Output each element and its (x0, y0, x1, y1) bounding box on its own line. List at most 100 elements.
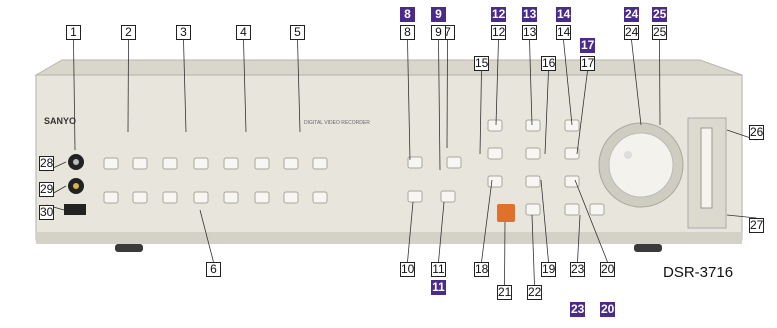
leader-line-6 (199, 209, 214, 263)
callout-highlight-11: 11 (431, 280, 446, 295)
callout-highlight-13: 13 (522, 7, 537, 22)
callout-highlight-20: 20 (600, 302, 615, 317)
control-button-7[interactable] (487, 175, 503, 188)
chassis-top (34, 59, 743, 76)
callout-11: 11 (431, 262, 446, 277)
callout-22: 22 (527, 285, 542, 300)
control-button-10[interactable] (525, 203, 541, 216)
callout-30: 30 (39, 205, 54, 220)
leader-line-16 (544, 70, 549, 155)
callout-20: 20 (600, 262, 615, 277)
button-10[interactable] (407, 190, 423, 203)
leader-line-20 (574, 179, 608, 263)
button-8[interactable] (407, 156, 423, 169)
callout-21: 21 (497, 285, 512, 300)
leader-line-19 (540, 179, 549, 263)
leader-line-25 (659, 39, 661, 126)
leader-line-14 (563, 39, 573, 126)
callout-highlight-17: 17 (580, 38, 595, 53)
leader-line-17 (576, 70, 588, 155)
leader-line-13 (529, 39, 533, 126)
foot-right (634, 244, 662, 252)
camera-button-13[interactable] (223, 191, 239, 204)
callout-15: 15 (474, 56, 489, 71)
callout-27: 27 (749, 218, 764, 233)
callout-highlight-12: 12 (491, 7, 506, 22)
control-button-1[interactable] (487, 119, 503, 132)
button-11[interactable] (440, 190, 456, 203)
camera-button-15[interactable] (283, 191, 299, 204)
leader-line-4 (243, 39, 247, 133)
control-button-12[interactable] (589, 203, 605, 216)
camera-button-3[interactable] (162, 157, 178, 170)
camera-button-16[interactable] (312, 191, 328, 204)
leader-line-5 (297, 39, 301, 133)
camera-button-14[interactable] (254, 191, 270, 204)
camera-button-5[interactable] (223, 157, 239, 170)
card-slot (700, 127, 713, 209)
control-button-11[interactable] (564, 203, 580, 216)
camera-button-1[interactable] (103, 157, 119, 170)
jack-video-out-core (73, 159, 79, 165)
camera-button-10[interactable] (132, 191, 148, 204)
control-button-9[interactable] (564, 175, 580, 188)
camera-button-7[interactable] (283, 157, 299, 170)
button-9[interactable] (446, 156, 462, 169)
callout-4: 4 (236, 25, 251, 40)
camera-button-8[interactable] (312, 157, 328, 170)
control-button-8[interactable] (525, 175, 541, 188)
camera-button-9[interactable] (103, 191, 119, 204)
leader-line-27 (726, 214, 757, 219)
brand-logo: SANYO (44, 116, 76, 126)
callout-12: 12 (491, 25, 506, 40)
callout-highlight-9: 9 (431, 7, 446, 22)
callout-18: 18 (474, 262, 489, 277)
control-button-4[interactable] (487, 147, 503, 160)
leader-line-24 (631, 39, 642, 126)
camera-button-2[interactable] (132, 157, 148, 170)
camera-button-12[interactable] (193, 191, 209, 204)
leader-line-10 (407, 201, 414, 263)
chassis-bottom (36, 232, 742, 244)
callout-29: 29 (39, 182, 54, 197)
port-mouse (64, 204, 86, 215)
callout-24: 24 (624, 25, 639, 40)
leader-line-22 (531, 214, 535, 286)
callout-highlight-25: 25 (652, 7, 667, 22)
leader-line-23 (577, 214, 581, 263)
camera-button-6[interactable] (254, 157, 270, 170)
callout-17: 17 (580, 56, 595, 71)
callout-highlight-24: 24 (624, 7, 639, 22)
callout-8: 8 (400, 25, 415, 40)
leader-line-2 (127, 39, 129, 133)
leader-line-9 (438, 39, 441, 171)
jack-video-in-core (73, 183, 79, 189)
camera-button-11[interactable] (162, 191, 178, 204)
callout-16: 16 (541, 56, 556, 71)
leader-line-8 (407, 39, 411, 161)
callout-10: 10 (400, 262, 415, 277)
record-button[interactable] (497, 204, 515, 222)
control-button-6[interactable] (564, 147, 580, 160)
callout-6: 6 (206, 262, 221, 277)
callout-13: 13 (522, 25, 537, 40)
leader-line-18 (481, 179, 493, 263)
camera-button-4[interactable] (193, 157, 209, 170)
callout-1: 1 (66, 25, 81, 40)
jog-shuttle-dimple (624, 151, 632, 159)
callout-highlight-14: 14 (556, 7, 571, 22)
callout-2: 2 (121, 25, 136, 40)
callout-3: 3 (176, 25, 191, 40)
callout-25: 25 (652, 25, 667, 40)
callout-highlight-8: 8 (400, 7, 415, 22)
jog-shuttle-dial[interactable] (608, 132, 674, 198)
callout-19: 19 (541, 262, 556, 277)
control-button-5[interactable] (525, 147, 541, 160)
model-label: DSR-3716 (663, 264, 734, 281)
leader-line-1 (73, 39, 76, 151)
control-button-3[interactable] (564, 119, 580, 132)
control-button-2[interactable] (525, 119, 541, 132)
leader-line-12 (495, 39, 499, 126)
leader-line-11 (438, 201, 445, 263)
